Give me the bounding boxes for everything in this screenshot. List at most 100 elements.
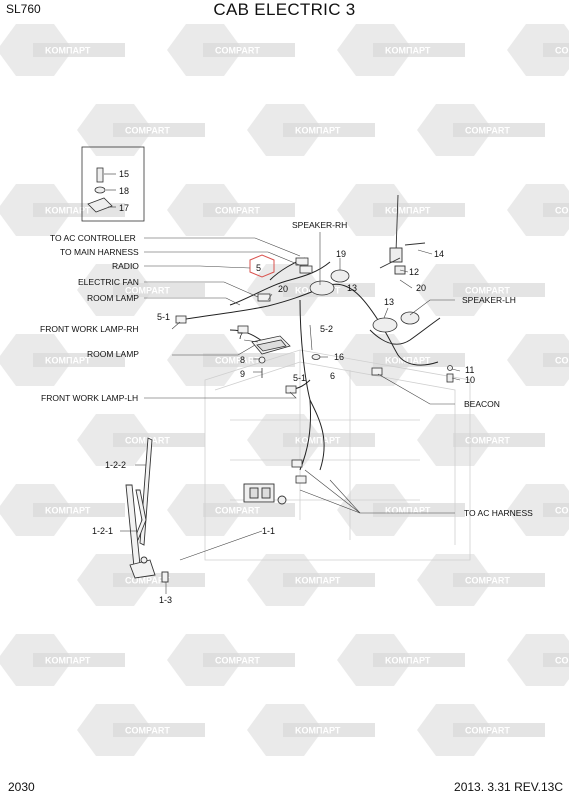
- watermark-hexagon: [507, 184, 569, 236]
- bolt-icon: [96, 167, 104, 183]
- part-number-12: 12: [409, 267, 419, 277]
- watermark-band: [203, 43, 295, 57]
- watermark-band: [543, 503, 569, 517]
- watermark-text: KOMПАРТ: [385, 46, 431, 56]
- watermark-band: [113, 283, 205, 297]
- connector: [285, 385, 297, 394]
- label-beacon: BEACON: [464, 399, 500, 409]
- label-radio: RADIO: [112, 261, 139, 271]
- clip-icon: [87, 197, 113, 213]
- watermark-text: COMPART: [555, 356, 569, 366]
- leader-lines: [120, 232, 461, 594]
- part-number-20: 20: [278, 284, 288, 294]
- watermark-text: KOMПАРТ: [295, 576, 341, 586]
- watermark-text: COMPART: [215, 46, 260, 56]
- part-number-19: 19: [336, 249, 346, 259]
- watermark-band: [203, 353, 295, 367]
- watermark-text: COMPART: [465, 436, 510, 446]
- watermark-band: [453, 283, 545, 297]
- watermark-text: COMPART: [215, 506, 260, 516]
- callout-labels: TO AC CONTROLLER TO MAIN HARNESS RADIO E…: [40, 220, 533, 518]
- wiper-assembly-icon: [125, 437, 169, 583]
- speaker-rh-icon: [309, 269, 350, 296]
- part-number-1-1: 1-1: [262, 526, 275, 536]
- part-number-5: 5: [256, 263, 261, 273]
- watermark-hexagon: [507, 484, 569, 536]
- watermark-text: KOMПАРТ: [385, 206, 431, 216]
- watermark-text: KOMПАРТ: [45, 46, 91, 56]
- part-number-9: 9: [240, 369, 245, 379]
- watermark-hexagon: [507, 634, 569, 686]
- model-code: SL760: [6, 2, 41, 16]
- part-number-5-1: 5-1: [157, 312, 170, 322]
- inset-box: [81, 146, 145, 222]
- watermark-text: COMPART: [125, 126, 170, 136]
- watermark-band: [543, 203, 569, 217]
- wiring-harness: [179, 257, 441, 471]
- label-front-work-lamp-rh: FRONT WORK LAMP-RH: [40, 324, 139, 334]
- label-to-ac-harness: TO AC HARNESS: [464, 508, 533, 518]
- watermark-text: KOMПАРТ: [385, 656, 431, 666]
- watermark-band: [373, 653, 465, 667]
- watermark-hexagon: [507, 24, 569, 76]
- watermark-band: [543, 43, 569, 57]
- watermark-text: COMPART: [555, 656, 569, 666]
- part-number-15: 15: [119, 169, 129, 179]
- part-number-7: 7: [238, 331, 243, 341]
- watermark-band: [283, 123, 375, 137]
- watermark-text: KOMПАРТ: [385, 356, 431, 366]
- highlight-radio-part: [249, 254, 275, 278]
- watermark-band: [453, 573, 545, 587]
- part-number-20: 20: [416, 283, 426, 293]
- watermark-text: COMPART: [555, 46, 569, 56]
- watermark-text: KOMПАРТ: [45, 356, 91, 366]
- part-number-5-2: 5-2: [320, 324, 333, 334]
- label-speaker-lh: SPEAKER-LH: [462, 295, 516, 305]
- label-room-lamp-mid: ROOM LAMP: [87, 349, 139, 359]
- watermark-layer: KOMПАРТ COMPART KOMПАРТ COMPART COMPART KOMПА…: [0, 24, 569, 756]
- part-number-1-2-2: 1-2-2: [105, 460, 126, 470]
- part-numbers: 20 19 13 14 12 20 13 5-1 5-2 7 8 9 16 6 …: [92, 249, 475, 605]
- label-speaker-rh: SPEAKER-RH: [292, 220, 347, 230]
- connector: [291, 459, 303, 468]
- watermark-text: COMPART: [465, 576, 510, 586]
- watermark-band: [283, 433, 375, 447]
- harness-connectors: [175, 257, 383, 484]
- watermark-band: [203, 203, 295, 217]
- part-number-13: 13: [384, 297, 394, 307]
- watermark-band: [113, 123, 205, 137]
- watermark-band: [373, 43, 465, 57]
- watermark-band: [373, 353, 465, 367]
- watermark-band: [33, 653, 125, 667]
- watermark-text: COMPART: [125, 286, 170, 296]
- watermark-band: [453, 123, 545, 137]
- part-number-10: 10: [465, 375, 475, 385]
- part-number-6: 6: [330, 371, 335, 381]
- part-number-13: 13: [347, 283, 357, 293]
- part-number-16: 16: [334, 352, 344, 362]
- part-number-5-1: 5-1: [293, 373, 306, 383]
- relay-block-icon: [243, 483, 287, 505]
- watermark-band: [453, 723, 545, 737]
- watermark-text: KOMПАРТ: [295, 126, 341, 136]
- speaker-lh-icon: [372, 311, 420, 333]
- part-number-14: 14: [434, 249, 444, 259]
- watermark-band: [543, 353, 569, 367]
- watermark-text: COMPART: [465, 126, 510, 136]
- watermark-band: [203, 503, 295, 517]
- fastener-inset: 15 18 17: [81, 146, 145, 222]
- watermark-band: [33, 503, 125, 517]
- cab-outline: [204, 349, 471, 561]
- label-room-lamp-top: ROOM LAMP: [87, 293, 139, 303]
- watermark-band: [543, 653, 569, 667]
- watermark-band: [203, 653, 295, 667]
- part-number-1-2-1: 1-2-1: [92, 526, 113, 536]
- watermark-text: COMPART: [215, 206, 260, 216]
- label-front-work-lamp-lh: FRONT WORK LAMP-LH: [41, 393, 138, 403]
- connector: [299, 265, 313, 274]
- revision-date: 2013. 3.31 REV.13C: [454, 780, 563, 794]
- watermark-text: KOMПАРТ: [295, 436, 341, 446]
- label-to-ac-controller: TO AC CONTROLLER: [50, 233, 136, 243]
